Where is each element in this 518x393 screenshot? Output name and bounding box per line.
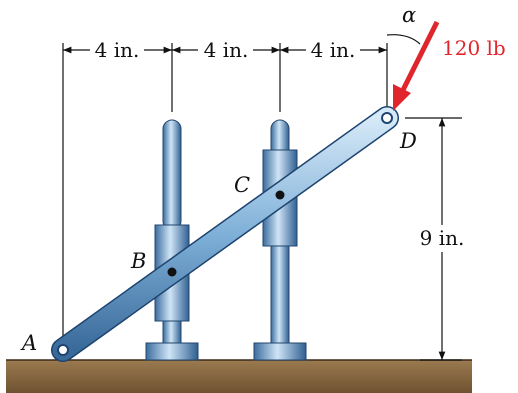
angle-label: α [402,3,416,27]
force-magnitude: 120 lb [442,36,506,60]
pin-b [167,267,177,277]
support-cylinder-b [145,119,199,361]
point-label-b: B [130,249,146,273]
dimension-height: 9 in. [420,226,465,250]
dimension-span-1: 4 in. [95,38,140,62]
pin-a [57,344,69,356]
angle-arc [386,34,421,45]
force-arrow [393,20,440,111]
ground [6,360,472,393]
dimension-span-3: 4 in. [311,38,356,62]
dimension-span-2: 4 in. [204,38,249,62]
support-cylinder-c [253,119,307,361]
point-label-c: C [234,173,250,197]
pin-c [275,190,285,200]
point-label-d: D [399,129,417,153]
point-label-a: A [20,331,37,355]
lever-abcd [51,106,399,362]
pin-d [381,112,393,124]
